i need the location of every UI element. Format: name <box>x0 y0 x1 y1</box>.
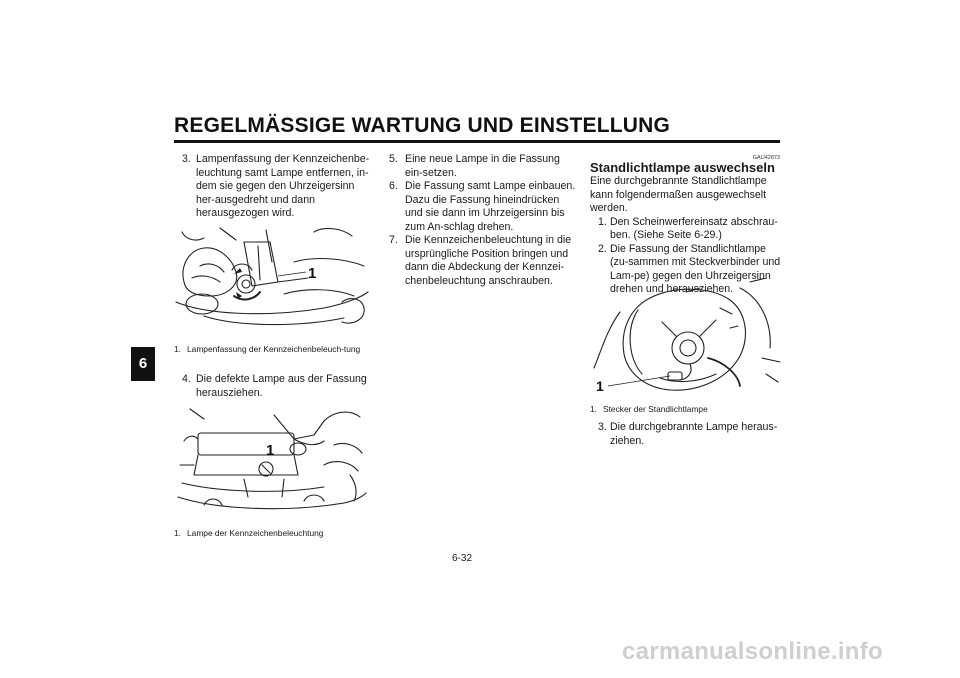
step-number: 3. <box>598 421 607 433</box>
caption-text: Stecker der Standlichtlampe <box>603 404 708 414</box>
figure-caption: 1. Lampenfassung der Kennzeichenbeleuch-… <box>174 344 370 354</box>
col1-step3: 3. Lampenfassung der Kennzeichenbe-leuch… <box>174 153 374 221</box>
col1-step4: 4. Die defekte Lampe aus der Fassung her… <box>174 373 374 400</box>
step-text: Den Scheinwerfereinsatz abschrau-ben. (S… <box>610 215 778 242</box>
figure-lamp-removal: 1 <box>174 405 370 523</box>
caption-text: Lampe der Kennzeichenbeleuchtung <box>187 528 324 538</box>
step-text: Lampenfassung der Kennzeichenbe-leuchtun… <box>196 153 370 219</box>
step-number: 2. <box>598 242 607 255</box>
figure-callout: 1 <box>266 442 274 459</box>
page-title: REGELMÄSSIGE WARTUNG UND EINSTELLUNG <box>174 114 671 137</box>
step-text: Die Kennzeichenbeleuchtung in die ursprü… <box>405 234 572 287</box>
title-rule <box>174 140 780 143</box>
col3-text: Eine durchgebrannte Standlichtlampe kann… <box>590 175 782 297</box>
col3-step1: 1. Den Scheinwerfereinsatz abschrau-ben.… <box>590 216 782 243</box>
step-number: 4. <box>182 373 191 385</box>
caption-number: 1. <box>174 528 181 538</box>
page-number: 6-32 <box>452 553 473 564</box>
figure-license-plate-socket: 1 <box>174 222 370 338</box>
intro-text: Eine durchgebrannte Standlichtlampe kann… <box>590 175 767 214</box>
figure-callout: 1 <box>308 265 316 282</box>
step-number: 7. <box>389 234 398 246</box>
col2-step5: 5. Eine neue Lampe in die Fassung ein-se… <box>389 153 579 180</box>
section-heading: Standlichtlampe auswechseln <box>590 160 775 175</box>
caption-number: 1. <box>590 404 597 414</box>
figure-caption: 1. Stecker der Standlichtlampe <box>590 404 782 414</box>
col2-step6: 6. Die Fassung samt Lampe einbauen. Dazu… <box>389 180 579 234</box>
chapter-tab: 6 <box>131 347 155 381</box>
section-code: GAU42873 <box>752 155 780 161</box>
step-number: 5. <box>389 153 398 165</box>
col3-step3: 3. Die durchgebrannte Lampe heraus-ziehe… <box>590 421 782 448</box>
step-number: 6. <box>389 180 398 192</box>
step-text: Die Fassung samt Lampe einbauen. Dazu di… <box>405 180 576 233</box>
step-number: 3. <box>182 153 191 165</box>
step-text: Die durchgebrannte Lampe heraus-ziehen. <box>610 421 778 447</box>
col2-step7: 7. Die Kennzeichenbeleuchtung in die urs… <box>389 234 579 288</box>
watermark-link[interactable]: carmanualsonline.info <box>622 638 884 665</box>
caption-number: 1. <box>174 344 181 354</box>
step-text: Die Fassung der Standlichtlampe (zu-samm… <box>610 242 781 296</box>
col2-steps: 5. Eine neue Lampe in die Fassung ein-se… <box>389 153 579 288</box>
step-text: Die defekte Lampe aus der Fassung heraus… <box>196 373 367 399</box>
caption-text: Lampenfassung der Kennzeichenbeleuch-tun… <box>187 344 361 354</box>
col3-step2: 2. Die Fassung der Standlichtlampe (zu-s… <box>590 243 782 297</box>
figure-callout: 1 <box>596 378 604 394</box>
step-text: Eine neue Lampe in die Fassung ein-setze… <box>405 153 560 179</box>
figure-caption: 1. Lampe der Kennzeichenbeleuchtung <box>174 528 370 538</box>
step-number: 1. <box>598 215 607 228</box>
figure-position-lamp: 1 <box>590 278 782 398</box>
